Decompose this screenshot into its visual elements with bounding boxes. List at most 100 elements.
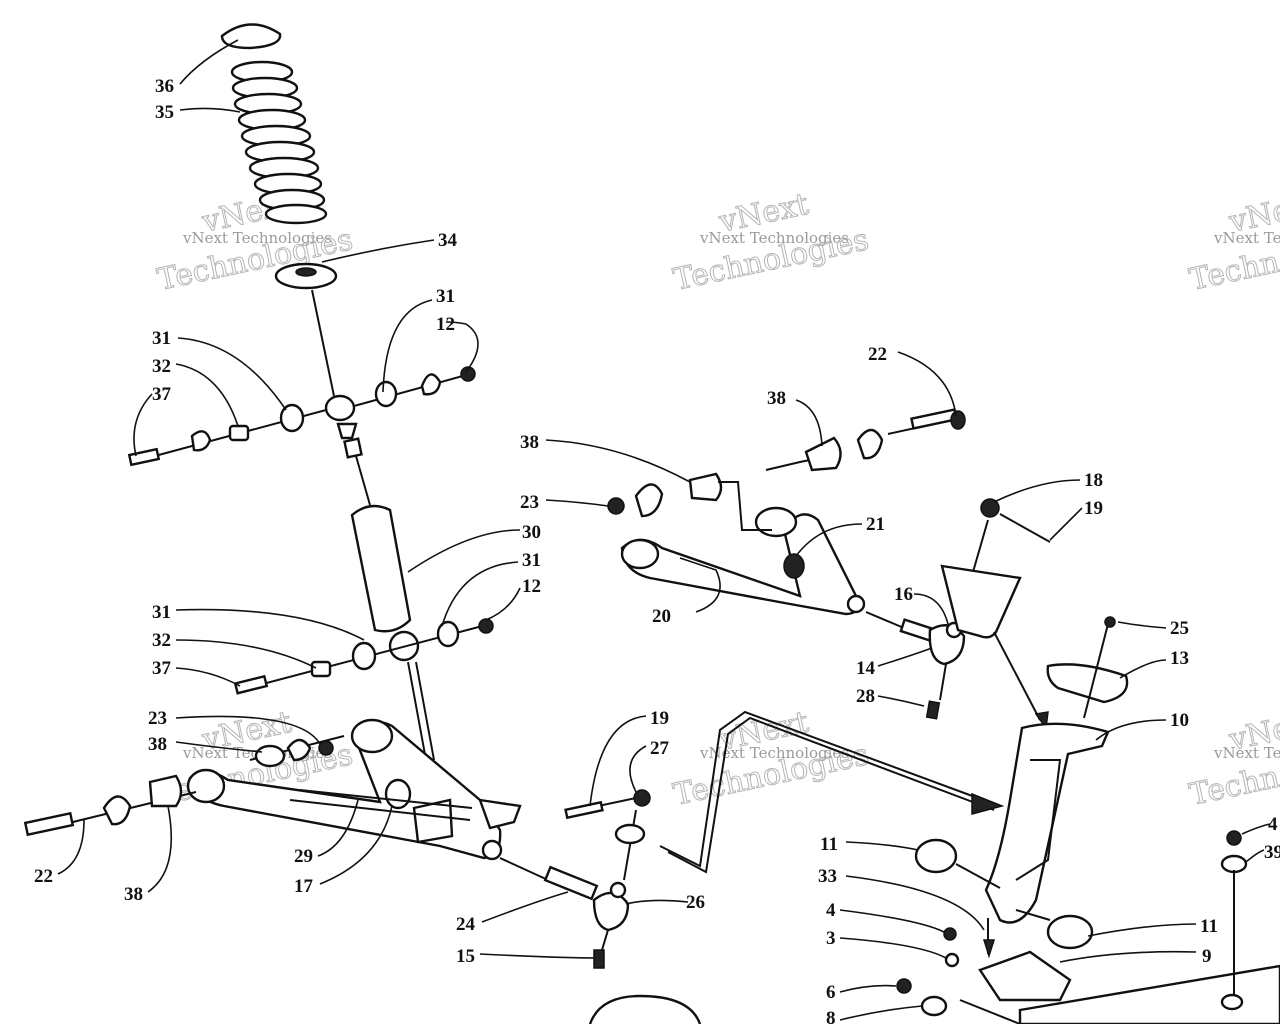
callout-25: 25 (1170, 618, 1189, 639)
nut-4-right-part (1226, 830, 1242, 846)
watermark-small-text: vNext Technologies (1213, 229, 1280, 247)
callout-38: 38 (148, 734, 167, 755)
washer-lower-left-part (102, 795, 132, 826)
callout-23: 23 (148, 708, 167, 729)
callout-20: 20 (652, 606, 671, 627)
bushing-31-lower-right-part (436, 620, 460, 648)
washer-32-part (190, 430, 212, 452)
lower-a-arm-assembly (23, 718, 522, 861)
callout-14: 14 (856, 658, 876, 679)
callout-33: 33 (818, 866, 837, 887)
callout-12: 12 (436, 314, 455, 335)
ball-joint-21-part (783, 553, 805, 579)
washer-39-part (1220, 854, 1248, 874)
washer-left-part (634, 483, 664, 518)
tie-rod-24-part (543, 865, 599, 901)
spindle-10-part (984, 722, 1110, 924)
callout-4: 4 (1268, 814, 1278, 835)
callout-27: 27 (650, 738, 670, 759)
spindle-bracket-assembly (940, 498, 1051, 730)
watermark-center: vNext vNext Technologies Technologies (670, 186, 872, 298)
callout-21: 21 (866, 514, 885, 535)
upper-shock-hardware (127, 366, 476, 467)
callout-8: 8 (826, 1008, 836, 1024)
leader-lines (57, 39, 1271, 1021)
callout-19: 19 (1084, 498, 1103, 519)
steering-rod-part (659, 710, 995, 868)
nut-23-part (607, 497, 625, 515)
steering-arm-part (940, 564, 1022, 639)
bushing-38-left-part (688, 472, 723, 502)
bolt-22-upper-part (910, 408, 958, 430)
watermark-small-text: vNext Technologies (1213, 744, 1280, 762)
callout-12: 12 (522, 576, 541, 597)
tie-rod-stud-part (899, 618, 935, 642)
callout-30: 30 (522, 522, 541, 543)
upper-tie-rod-assembly (865, 611, 966, 720)
lower-tie-rod-assembly (499, 710, 1005, 969)
spindle-assembly (914, 616, 1129, 950)
nut-18-part (980, 498, 1000, 518)
callout-6: 6 (826, 982, 836, 1003)
lower-shock-hardware (233, 618, 494, 695)
callout-24: 24 (456, 914, 476, 935)
bolt-37-part (127, 447, 161, 467)
callout-31: 31 (522, 550, 541, 571)
callout-15: 15 (456, 946, 475, 967)
callout-4: 4 (826, 900, 836, 921)
callout-3: 3 (826, 928, 836, 949)
shock-spring-assembly (220, 23, 440, 792)
washer-right-part (856, 428, 884, 460)
washer-upper-part (420, 373, 442, 396)
callout-13: 13 (1170, 648, 1189, 669)
callout-9: 9 (1202, 946, 1212, 967)
washer-8-part (920, 995, 948, 1017)
coil-spring-part (230, 60, 328, 225)
callout-38: 38 (767, 388, 786, 409)
callout-11: 11 (820, 834, 838, 855)
nut-23-lower-part (318, 740, 334, 756)
bushing-31-lower-part (351, 641, 377, 671)
screw-25-part (1104, 616, 1116, 628)
bolt-37-lower-part (233, 674, 269, 695)
cotter-28-part (925, 700, 941, 720)
callout-31: 31 (436, 286, 455, 307)
callout-38: 38 (520, 432, 539, 453)
bolt-33-part (982, 939, 996, 959)
callout-31: 31 (152, 602, 171, 623)
spacer-32-part (228, 424, 250, 442)
nut-27-part (633, 789, 651, 807)
bushing-38-lower-right-part (254, 744, 286, 768)
watermark-small-text: vNext Technologies (699, 229, 849, 247)
callout-31: 31 (152, 328, 171, 349)
bushing-38-lower-part (148, 774, 183, 808)
ski-bracket-9-part (978, 950, 1072, 1002)
ski-mount-assembly (588, 830, 1280, 1024)
callout-26: 26 (686, 892, 705, 913)
callout-18: 18 (1084, 470, 1103, 491)
callout-29: 29 (294, 846, 313, 867)
callout-19: 19 (650, 708, 669, 729)
bushing-11-upper-part (914, 838, 958, 874)
watermark-small-text: vNext Technologies (699, 744, 849, 762)
callout-34: 34 (438, 230, 458, 251)
callout-22: 22 (34, 866, 53, 887)
washer-3-part (944, 952, 960, 968)
callout-17: 17 (294, 876, 314, 897)
shock-bracket-part (412, 798, 454, 844)
bushing-38-right-part (804, 436, 842, 472)
callout-28: 28 (856, 686, 875, 707)
nut-4-part (943, 927, 957, 941)
watermark-lower-right: vNext vNext Technologies Technologies (1186, 704, 1280, 813)
nut-12-lower-part (478, 618, 494, 634)
washer-27-part (614, 823, 646, 845)
bushing-31-upper-part (374, 380, 398, 408)
saddle-13-part (1046, 663, 1129, 704)
callout-32: 32 (152, 630, 171, 651)
watermark-small-text: vNext Technologies (182, 229, 332, 247)
callout-35: 35 (155, 102, 174, 123)
ski-rail-part (1018, 964, 1280, 1024)
callout-16: 16 (894, 584, 913, 605)
upper-a-arm-assembly (607, 408, 966, 616)
